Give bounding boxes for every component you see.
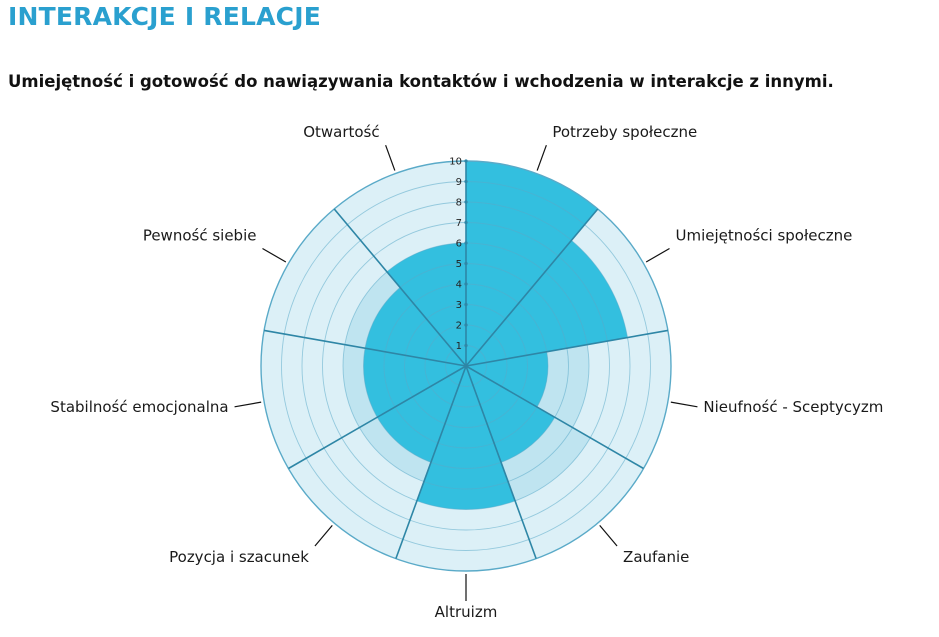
category-label: Nieufność - Sceptycyzm xyxy=(703,398,883,416)
value-sector xyxy=(363,348,466,418)
label-leader-line xyxy=(262,247,287,263)
label-leader-line xyxy=(314,524,333,547)
tick-label: 3 xyxy=(456,300,462,311)
label-leader-line xyxy=(645,247,670,263)
tick-label: 9 xyxy=(456,177,462,188)
value-sector xyxy=(416,366,516,510)
tick-label: 1 xyxy=(456,341,462,352)
spoke xyxy=(465,365,537,559)
tick-mark xyxy=(464,323,468,327)
label-leader-line xyxy=(670,401,698,408)
tick-label: 7 xyxy=(456,218,462,229)
label-leader-line xyxy=(599,524,618,547)
label-leader-line xyxy=(536,144,547,171)
spokes xyxy=(263,161,669,559)
tick-labels: 1 2 3 4 5 6 7 8 9 10 xyxy=(449,157,468,352)
label-leader-line xyxy=(385,144,396,171)
tick-label: 2 xyxy=(456,321,462,332)
spoke xyxy=(465,208,599,367)
spoke xyxy=(395,365,467,559)
tick-mark xyxy=(464,200,468,204)
page-title: INTERAKCJE I RELACJE xyxy=(8,2,321,31)
tick-mark xyxy=(464,220,468,225)
value-sector xyxy=(466,161,598,366)
category-label: Stabilność emocjonalna xyxy=(50,398,228,416)
spoke xyxy=(263,329,467,367)
category-label: Pozycja i szacunek xyxy=(169,548,309,566)
spoke xyxy=(333,208,467,367)
tick-mark xyxy=(464,179,468,184)
tick-mark xyxy=(464,343,468,348)
tick-mark xyxy=(464,159,468,163)
tick-mark xyxy=(464,261,468,266)
value-sector xyxy=(466,366,555,463)
category-label: Otwartość xyxy=(303,123,379,141)
spoke xyxy=(288,365,467,470)
tick-mark xyxy=(464,282,468,286)
tick-label: 6 xyxy=(456,239,462,250)
page-subtitle: Umiejętność i gotowość do nawiązywania k… xyxy=(8,72,834,91)
spoke xyxy=(465,329,669,367)
category-label: Altruizm xyxy=(435,603,498,621)
category-label: Zaufanie xyxy=(623,548,689,566)
value-sector xyxy=(365,287,466,366)
label-leader-line xyxy=(234,401,262,408)
tick-label: 8 xyxy=(456,198,462,209)
tick-mark xyxy=(464,302,468,307)
category-label: Umiejętności społeczne xyxy=(676,227,853,245)
value-sector xyxy=(386,243,466,366)
tick-label: 10 xyxy=(449,157,462,168)
category-label: Potrzeby społeczne xyxy=(552,123,697,141)
tick-label: 4 xyxy=(456,280,462,291)
tick-mark xyxy=(464,241,468,245)
spoke xyxy=(465,365,644,470)
category-label: Pewność siebie xyxy=(143,227,257,245)
tick-label: 5 xyxy=(456,259,462,270)
value-sector xyxy=(377,366,466,463)
